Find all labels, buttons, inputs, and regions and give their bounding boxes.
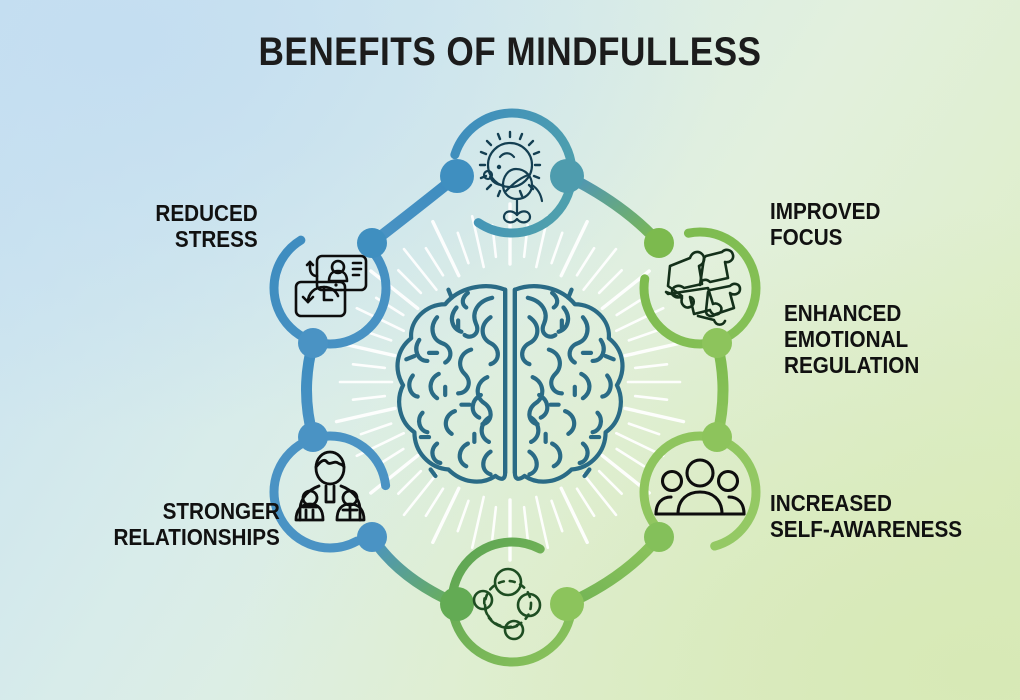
label-increased-self-awareness: INCREASED SELF-AWARENESS xyxy=(770,490,963,542)
sunburst-ray xyxy=(522,505,530,541)
label-improved-focus: IMPROVED FOCUS xyxy=(770,198,881,250)
sunburst-ray xyxy=(597,469,624,496)
sunburst-ray xyxy=(582,247,618,292)
sunburst-ray xyxy=(550,499,564,533)
sunburst-ray xyxy=(424,246,445,277)
dot-bottomright-lower xyxy=(644,522,674,552)
ring-bottom-right xyxy=(639,431,761,553)
label-stronger-relationships: STRONGER RELATIONSHIPS xyxy=(113,498,280,550)
sunburst-ray xyxy=(456,231,470,265)
label-reduced-stress: REDUCED STRESS xyxy=(155,200,258,252)
sunburst-ray xyxy=(431,219,461,278)
sunburst-ray xyxy=(396,268,423,295)
sunburst-ray xyxy=(396,469,423,496)
puzzle-pieces-icon xyxy=(664,248,742,326)
sunburst-ray xyxy=(369,453,420,495)
sunburst-ray xyxy=(575,246,596,277)
sunburst-ray xyxy=(627,422,661,436)
dot-bottomleft-upper xyxy=(298,422,328,452)
ring-bottom-left xyxy=(269,431,391,553)
sunburst-ray xyxy=(633,394,669,402)
brain-icon xyxy=(395,284,625,484)
dot-topleft-lower xyxy=(298,328,328,358)
sunburst-ray xyxy=(431,486,461,545)
sunburst-ray xyxy=(490,505,498,541)
sunburst-ray xyxy=(470,215,486,269)
sunburst-ray xyxy=(633,362,669,370)
dot-bottomleft-lower xyxy=(357,522,387,552)
sunburst-ray xyxy=(615,296,646,317)
sunburst-ray xyxy=(623,340,686,358)
sunburst-rays xyxy=(334,202,686,562)
sunburst-ray xyxy=(534,495,550,550)
sunburst-ray xyxy=(402,472,438,517)
sunburst-ray xyxy=(550,231,564,265)
sunburst-ray xyxy=(351,394,387,402)
sunburst-ray xyxy=(623,406,686,424)
sunburst-ray xyxy=(402,247,438,292)
sunburst-ray xyxy=(559,486,589,545)
ring-top-right xyxy=(639,227,761,349)
sunburst-ray xyxy=(351,362,387,370)
network-nodes-icon xyxy=(472,567,542,641)
sunburst-ray xyxy=(470,495,486,550)
dot-bottom-right-side xyxy=(550,587,584,621)
dot-topleft-upper xyxy=(357,228,387,258)
page-title: BENEFITS OF MINDFULLESS xyxy=(258,30,762,74)
sunburst-ray xyxy=(614,306,665,333)
sunburst-ray xyxy=(615,447,646,468)
sunburst-ray xyxy=(582,472,618,517)
sunburst-ray xyxy=(359,422,393,436)
cards-person-clock-icon xyxy=(294,254,368,318)
ring-top-left xyxy=(269,227,391,349)
sunburst-ray xyxy=(369,269,420,311)
dot-topright-lower xyxy=(702,328,732,358)
sunburst-ray xyxy=(559,219,589,278)
arc-bottomright-bottom xyxy=(561,531,665,610)
dot-topright-upper xyxy=(644,228,674,258)
dot-top-right-side xyxy=(550,159,584,193)
dot-bottomright-upper xyxy=(702,422,732,452)
family-embrace-icon xyxy=(294,450,366,522)
dot-top-left-side xyxy=(440,159,474,193)
dot-bottom-left-side xyxy=(440,587,474,621)
sunburst-ray xyxy=(627,328,661,342)
sunburst-ray xyxy=(575,487,596,518)
connector-dots xyxy=(298,159,732,621)
meditating-head-sun-leaf-icon xyxy=(478,130,544,224)
people-group-icon xyxy=(654,458,746,516)
label-enhanced-emotional-regulation: ENHANCED EMOTIONAL REGULATION xyxy=(784,300,920,378)
sunburst-ray xyxy=(334,406,397,424)
sunburst-ray xyxy=(597,268,624,295)
sunburst-ray xyxy=(424,487,445,518)
sunburst-ray xyxy=(456,499,470,533)
